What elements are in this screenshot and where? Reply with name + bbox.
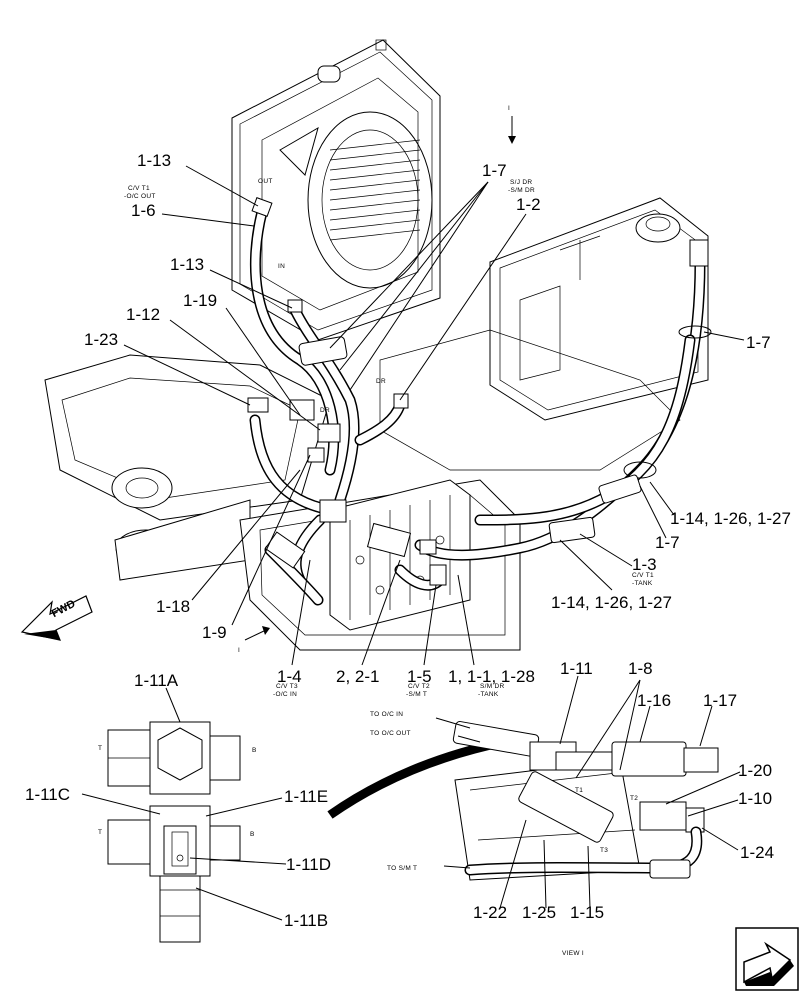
- note-cv-t1-out-2: -O/C OUT: [124, 193, 156, 200]
- callout-1-1: 1, 1-1, 1-28: [448, 667, 535, 686]
- callout-1-17: 1-17: [703, 691, 737, 710]
- note-sj-dr-1: S/J DR: [510, 179, 532, 186]
- callout-1-19: 1-19: [183, 291, 217, 310]
- note-t2: T2: [630, 795, 638, 802]
- note-cv-t2-2: -S/M T: [406, 691, 427, 698]
- note-t1: T1: [575, 787, 583, 794]
- note-to-oc-out: TO O/C OUT: [370, 730, 411, 737]
- note-to-oc-in: TO O/C IN: [370, 711, 403, 718]
- callout-1-7-low: 1-7: [655, 533, 680, 552]
- callout-1-18: 1-18: [156, 597, 190, 616]
- callout-2: 2, 2-1: [336, 667, 379, 686]
- note-cv-t1-out-1: C/V T1: [128, 185, 150, 192]
- note-cv-t3-2: -O/C IN: [273, 691, 297, 698]
- note-out: OUT: [258, 178, 273, 185]
- callout-1-25: 1-25: [522, 903, 556, 922]
- callout-1-10: 1-10: [738, 789, 772, 808]
- fwd-arrow: FWD: [20, 595, 93, 641]
- view-arrow-top: I: [508, 105, 516, 144]
- note-to-sm-t: TO S/M T: [387, 865, 417, 872]
- hydraulic-tank: [489, 197, 709, 421]
- callout-1-6: 1-6: [131, 201, 156, 220]
- leader-lines-main: [123, 165, 745, 666]
- callout-1-14-b: 1-14, 1-26, 1-27: [551, 593, 672, 612]
- note-sm-dr-2: -TANK: [478, 691, 499, 698]
- note-t-left: T: [98, 745, 102, 752]
- detail-1-11-top-view: T B: [98, 687, 257, 795]
- view-mark-bottom: I: [238, 647, 240, 654]
- callout-1-11: 1-11: [560, 659, 593, 678]
- note-in: IN: [278, 263, 285, 270]
- callout-1-11d: 1-11D: [286, 855, 331, 874]
- note-dr: DR: [320, 407, 330, 414]
- note-b-right: B: [252, 747, 257, 754]
- callout-1-9: 1-9: [202, 623, 227, 642]
- callout-1-11a: 1-11A: [134, 671, 179, 690]
- callout-1-8: 1-8: [628, 659, 653, 678]
- callout-1-3: 1-3: [632, 555, 657, 574]
- callout-1-11e: 1-11E: [284, 787, 328, 806]
- note-cv-t1-tank-1: C/V T1: [632, 572, 654, 579]
- callout-1-11c: 1-11C: [25, 785, 70, 804]
- next-page-arrow-icon[interactable]: [735, 927, 799, 991]
- callout-1-11b: 1-11B: [284, 911, 328, 930]
- callout-1-4: 1-4: [277, 667, 302, 686]
- note-sm-dr-1: S/M DR: [480, 683, 505, 690]
- note-sj-dr-2: -S/M DR: [508, 187, 535, 194]
- note-cv-t1-tank-2: -TANK: [632, 580, 653, 587]
- callout-1-15: 1-15: [570, 903, 604, 922]
- leader-lines-detail: [81, 793, 287, 921]
- note-t-left-2: T: [98, 829, 102, 836]
- callout-1-2: 1-2: [516, 195, 541, 214]
- callout-1-23: 1-23: [84, 330, 118, 349]
- callout-1-22: 1-22: [473, 903, 507, 922]
- fittings-main: [247, 197, 712, 586]
- callout-1-24: 1-24: [740, 843, 774, 862]
- callout-1-7-right: 1-7: [746, 333, 771, 352]
- view-mark-top: I: [508, 105, 510, 112]
- leader-lines-view-i: [435, 675, 741, 909]
- note-view-1: VIEW I: [562, 950, 584, 957]
- detail-1-11-section-view: T B: [98, 805, 255, 943]
- callout-1-14-a: 1-14, 1-26, 1-27: [670, 509, 791, 528]
- view-i-detail: TO O/C IN TO O/C OUT TO S/M T T1 T2 T3 V…: [327, 711, 719, 957]
- note-dr-2: DR: [376, 378, 386, 385]
- callout-1-5: 1-5: [407, 667, 432, 686]
- view-arrow-bottom: I: [238, 626, 270, 654]
- callout-1-12: 1-12: [126, 305, 160, 324]
- callout-1-13-mid: 1-13: [170, 255, 204, 274]
- oil-cooler-radiator: [231, 39, 441, 341]
- callout-1-16: 1-16: [637, 691, 671, 710]
- note-b-right-2: B: [250, 831, 255, 838]
- note-t3: T3: [600, 847, 608, 854]
- callout-1-7-top: 1-7: [482, 161, 507, 180]
- callout-1-20: 1-20: [738, 761, 772, 780]
- callout-1-13-top: 1-13: [137, 151, 171, 170]
- note-cv-t3-1: C/V T3: [276, 683, 298, 690]
- note-cv-t2-1: C/V T2: [408, 683, 430, 690]
